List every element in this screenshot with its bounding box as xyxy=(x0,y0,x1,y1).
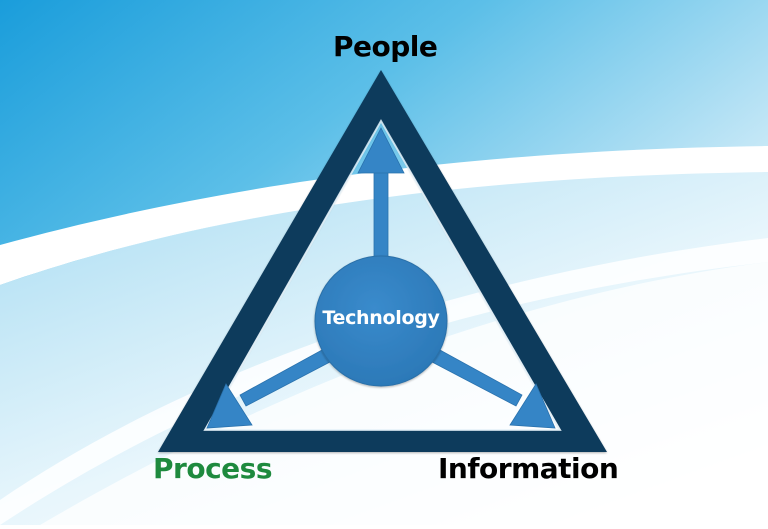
arrow-left-head-icon xyxy=(206,383,253,429)
arrow-up-shaft xyxy=(373,169,389,263)
technology-circle xyxy=(314,255,448,387)
arrow-up-head-icon xyxy=(357,127,405,174)
arrow-right-head-icon xyxy=(509,383,556,429)
technology-label: Technology xyxy=(322,307,440,329)
background-bottom-fade xyxy=(40,262,768,525)
triangle-inner-edge xyxy=(203,118,562,431)
technology-arrows xyxy=(206,127,556,429)
triangle-frame xyxy=(158,70,607,452)
process-label: Process xyxy=(153,452,273,485)
swoosh-lower xyxy=(0,238,768,525)
information-label: Information xyxy=(438,452,619,485)
people-label: People xyxy=(333,30,438,63)
